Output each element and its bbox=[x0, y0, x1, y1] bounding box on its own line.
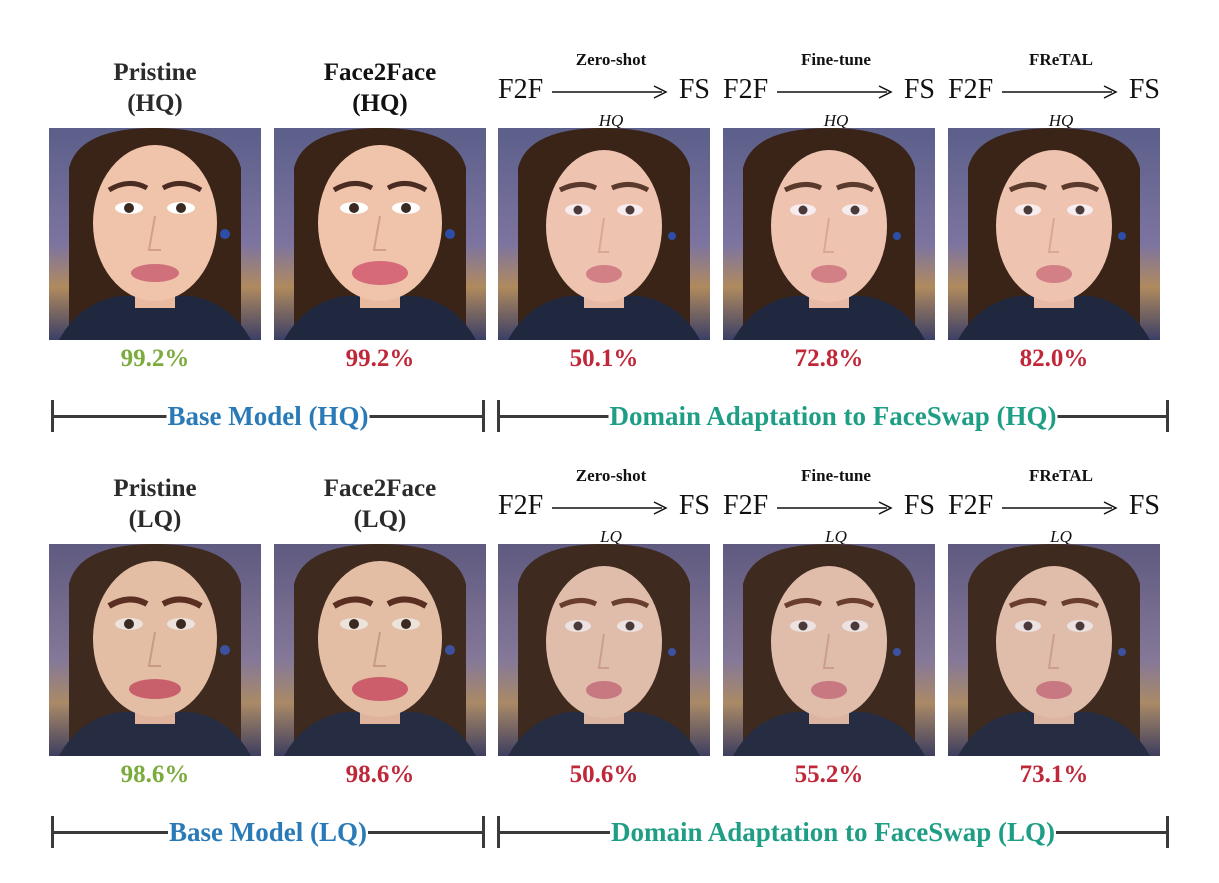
bracket-label: Domain Adaptation to FaceSwap (HQ) bbox=[608, 399, 1058, 433]
method-label: FReTAL bbox=[1029, 50, 1093, 69]
accuracy-value: 99.2% bbox=[345, 345, 415, 372]
panel-heading: Pristine (HQ) bbox=[49, 57, 261, 119]
method-label: FReTAL bbox=[1029, 466, 1093, 485]
face-image bbox=[948, 544, 1160, 756]
arrow-right-icon bbox=[777, 501, 893, 515]
heading-line2: (HQ) bbox=[352, 90, 408, 117]
face-image bbox=[274, 544, 486, 756]
panel-heading: Face2Face (HQ) bbox=[274, 57, 486, 119]
accuracy-value: 82.0% bbox=[1019, 345, 1089, 372]
face-image bbox=[49, 128, 261, 340]
transfer-heading: F2F Fine-tune FS LQ bbox=[723, 452, 935, 552]
bracket-cap-right bbox=[1166, 816, 1169, 848]
transfer-heading: F2F Zero-shot FS LQ bbox=[498, 452, 710, 552]
heading-line1: Pristine bbox=[113, 59, 197, 86]
accuracy-value: 72.8% bbox=[794, 345, 864, 372]
source-domain: F2F bbox=[723, 490, 769, 521]
bracket-cap-left bbox=[497, 400, 500, 432]
source-domain: F2F bbox=[948, 490, 994, 521]
bracket-cap-left bbox=[51, 816, 54, 848]
heading-line1: Pristine bbox=[113, 475, 197, 502]
target-domain: FS bbox=[678, 490, 710, 521]
transfer-heading: F2F FReTAL FS HQ bbox=[948, 36, 1160, 136]
quality-label: LQ bbox=[1050, 527, 1072, 546]
bracket-base-model-hq: Base Model (HQ) bbox=[51, 396, 485, 436]
heading-line1: Face2Face bbox=[323, 475, 437, 502]
face-image bbox=[498, 544, 710, 756]
heading-line2: (HQ) bbox=[127, 90, 183, 117]
target-domain: FS bbox=[1128, 74, 1160, 105]
bracket-cap-right bbox=[1166, 400, 1169, 432]
method-label: Zero-shot bbox=[575, 50, 647, 69]
bracket-cap-left bbox=[497, 816, 500, 848]
bracket-cap-right bbox=[482, 816, 485, 848]
bracket-label: Base Model (LQ) bbox=[168, 815, 368, 849]
accuracy-value: 50.6% bbox=[569, 761, 639, 788]
target-domain: FS bbox=[903, 74, 935, 105]
method-label: Fine-tune bbox=[801, 466, 871, 485]
arrow-right-icon bbox=[777, 85, 893, 99]
quality-label: HQ bbox=[1048, 111, 1074, 130]
target-domain: FS bbox=[903, 490, 935, 521]
quality-label: LQ bbox=[825, 527, 847, 546]
source-domain: F2F bbox=[948, 74, 994, 105]
quality-label: HQ bbox=[823, 111, 849, 130]
target-domain: FS bbox=[678, 74, 710, 105]
bracket-domain-adaptation-hq: Domain Adaptation to FaceSwap (HQ) bbox=[497, 396, 1169, 436]
source-domain: F2F bbox=[498, 74, 544, 105]
transfer-heading: F2F FReTAL FS LQ bbox=[948, 452, 1160, 552]
bracket-cap-right bbox=[482, 400, 485, 432]
accuracy-value: 98.6% bbox=[345, 761, 415, 788]
method-label: Fine-tune bbox=[801, 50, 871, 69]
quality-label: HQ bbox=[598, 111, 624, 130]
method-label: Zero-shot bbox=[575, 466, 647, 485]
face-image bbox=[49, 544, 261, 756]
face-image bbox=[498, 128, 710, 340]
heading-line2: (LQ) bbox=[353, 506, 407, 533]
heading-line1: Face2Face bbox=[323, 59, 437, 86]
face-image bbox=[723, 544, 935, 756]
accuracy-value: 50.1% bbox=[569, 345, 639, 372]
source-domain: F2F bbox=[498, 490, 544, 521]
accuracy-value: 55.2% bbox=[794, 761, 864, 788]
transfer-heading: F2F Fine-tune FS HQ bbox=[723, 36, 935, 136]
arrow-right-icon bbox=[1002, 85, 1118, 99]
arrow-right-icon bbox=[552, 501, 668, 515]
face-image bbox=[274, 128, 486, 340]
accuracy-value: 99.2% bbox=[120, 345, 190, 372]
transfer-heading: F2F Zero-shot FS HQ bbox=[498, 36, 710, 136]
panel-heading: Pristine (LQ) bbox=[49, 473, 261, 535]
face-image bbox=[948, 128, 1160, 340]
bracket-domain-adaptation-lq: Domain Adaptation to FaceSwap (LQ) bbox=[497, 812, 1169, 852]
bracket-label: Domain Adaptation to FaceSwap (LQ) bbox=[609, 815, 1057, 849]
bracket-cap-left bbox=[51, 400, 54, 432]
accuracy-value: 98.6% bbox=[120, 761, 190, 788]
bracket-base-model-lq: Base Model (LQ) bbox=[51, 812, 485, 852]
face-image bbox=[723, 128, 935, 340]
panel-heading: Face2Face (LQ) bbox=[274, 473, 486, 535]
heading-line2: (LQ) bbox=[128, 506, 182, 533]
quality-label: LQ bbox=[600, 527, 622, 546]
bracket-label: Base Model (HQ) bbox=[166, 399, 370, 433]
source-domain: F2F bbox=[723, 74, 769, 105]
accuracy-value: 73.1% bbox=[1019, 761, 1089, 788]
target-domain: FS bbox=[1128, 490, 1160, 521]
arrow-right-icon bbox=[552, 85, 668, 99]
arrow-right-icon bbox=[1002, 501, 1118, 515]
